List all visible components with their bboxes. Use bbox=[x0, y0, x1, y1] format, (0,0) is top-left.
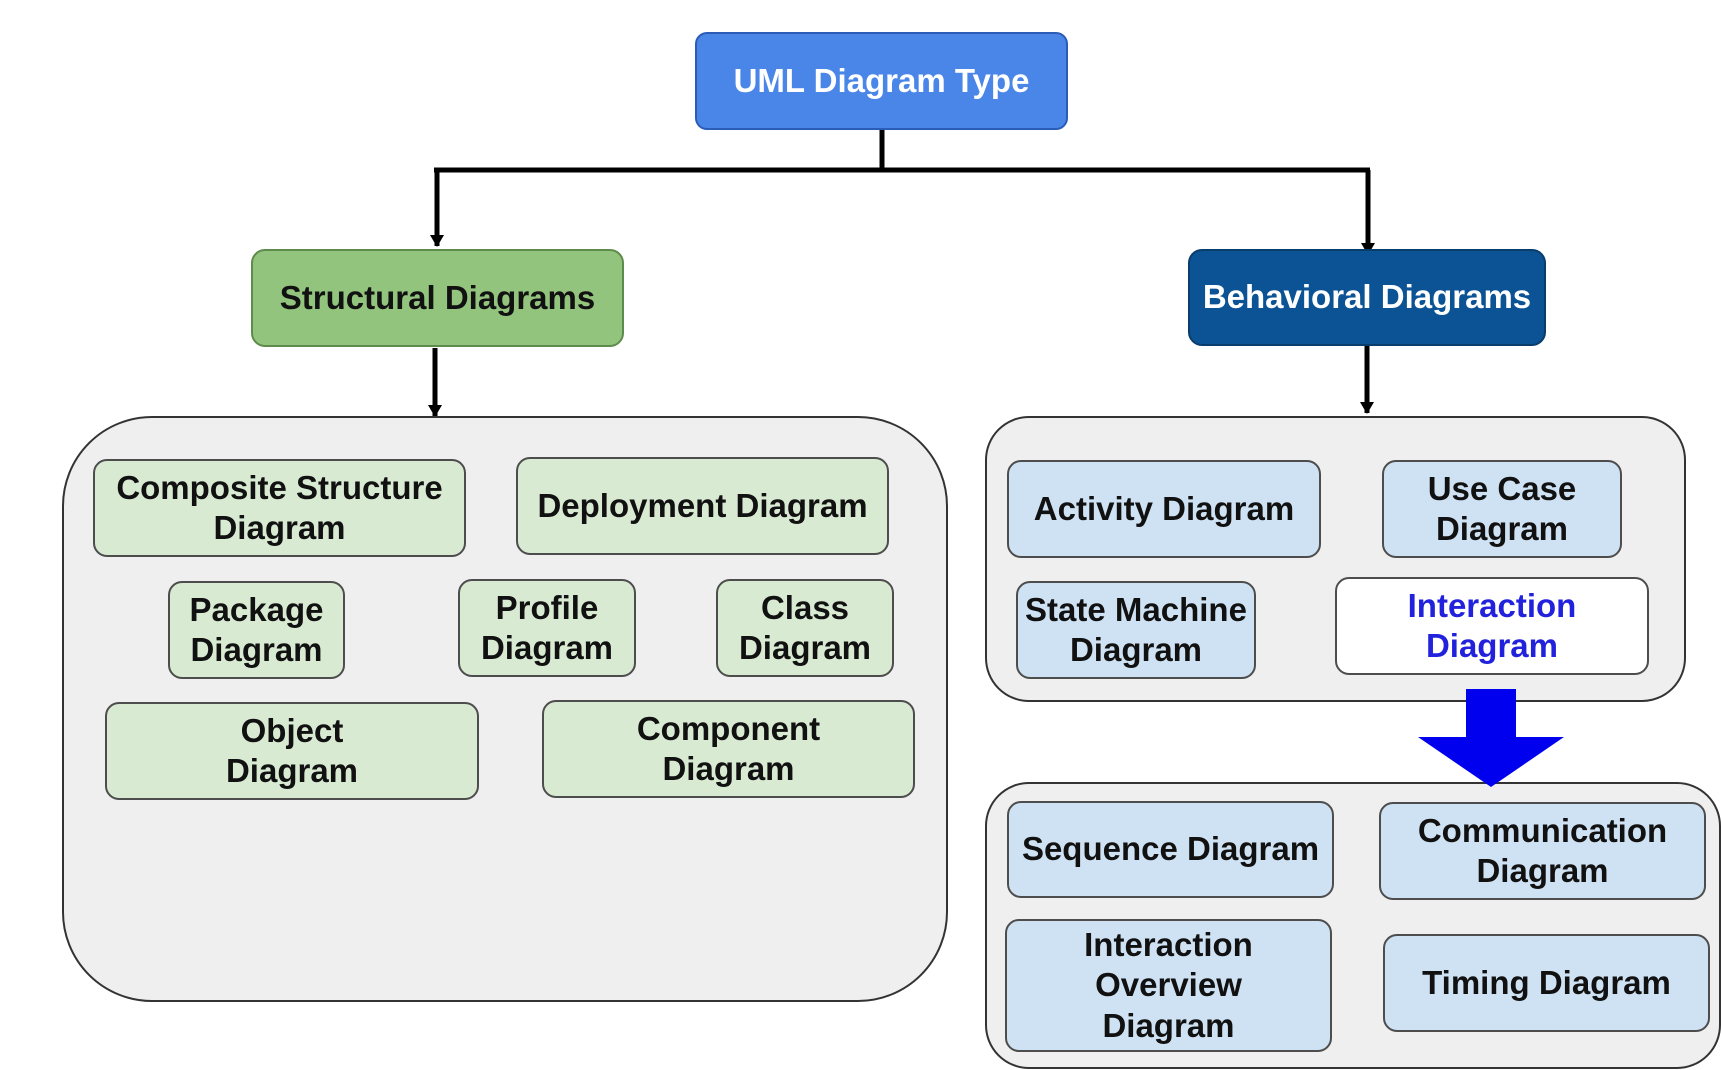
object-diagram-node: Object Diagram bbox=[105, 702, 479, 800]
composite-structure-diagram-node: Composite Structure Diagram bbox=[93, 459, 466, 557]
class-diagram-node: Class Diagram bbox=[716, 579, 894, 677]
timing-diagram-label: Timing Diagram bbox=[1422, 963, 1671, 1001]
deployment-diagram-node: Deployment Diagram bbox=[516, 457, 889, 555]
communication-diagram-node: Communication Diagram bbox=[1379, 802, 1706, 900]
timing-diagram-node: Timing Diagram bbox=[1383, 934, 1710, 1032]
profile-diagram-node: Profile Diagram bbox=[458, 579, 636, 677]
behavioral-diagrams-label: Behavioral Diagrams bbox=[1202, 278, 1532, 316]
state-machine-diagram-label: State Machine Diagram bbox=[1025, 590, 1247, 668]
deployment-diagram-label: Deployment Diagram bbox=[537, 486, 868, 524]
interaction-overview-diagram-label: Interaction Overview Diagram bbox=[1084, 926, 1253, 1044]
class-diagram-label: Class Diagram bbox=[738, 588, 872, 666]
package-diagram-node: Package Diagram bbox=[168, 581, 345, 679]
profile-diagram-label: Profile Diagram bbox=[480, 588, 614, 666]
state-machine-diagram-node: State Machine Diagram bbox=[1016, 581, 1256, 679]
activity-diagram-label: Activity Diagram bbox=[1033, 489, 1295, 527]
object-diagram-label: Object Diagram bbox=[225, 711, 359, 789]
structural-diagrams-node: Structural Diagrams bbox=[251, 249, 624, 347]
structural-diagrams-label: Structural Diagrams bbox=[279, 278, 596, 316]
interaction-overview-diagram-node: Interaction Overview Diagram bbox=[1005, 919, 1332, 1052]
down-arrow-icon bbox=[1418, 689, 1564, 787]
interaction-diagram-label: Interaction Diagram bbox=[1407, 586, 1577, 664]
composite-structure-diagram-label: Composite Structure Diagram bbox=[116, 468, 443, 546]
communication-diagram-label: Communication Diagram bbox=[1417, 811, 1668, 889]
package-diagram-label: Package Diagram bbox=[189, 590, 324, 668]
component-diagram-label: Component Diagram bbox=[636, 709, 821, 787]
use-case-diagram-label: Use Case Diagram bbox=[1427, 469, 1577, 547]
uml-diagram-type-label: UML Diagram Type bbox=[733, 61, 1030, 99]
activity-diagram-node: Activity Diagram bbox=[1007, 460, 1321, 558]
component-diagram-node: Component Diagram bbox=[542, 700, 915, 798]
interaction-diagram-node: Interaction Diagram bbox=[1335, 577, 1649, 675]
sequence-diagram-node: Sequence Diagram bbox=[1007, 801, 1334, 898]
uml-diagram-type-node: UML Diagram Type bbox=[695, 32, 1068, 130]
sequence-diagram-label: Sequence Diagram bbox=[1021, 830, 1320, 868]
behavioral-diagrams-node: Behavioral Diagrams bbox=[1188, 249, 1546, 346]
use-case-diagram-node: Use Case Diagram bbox=[1382, 460, 1622, 558]
